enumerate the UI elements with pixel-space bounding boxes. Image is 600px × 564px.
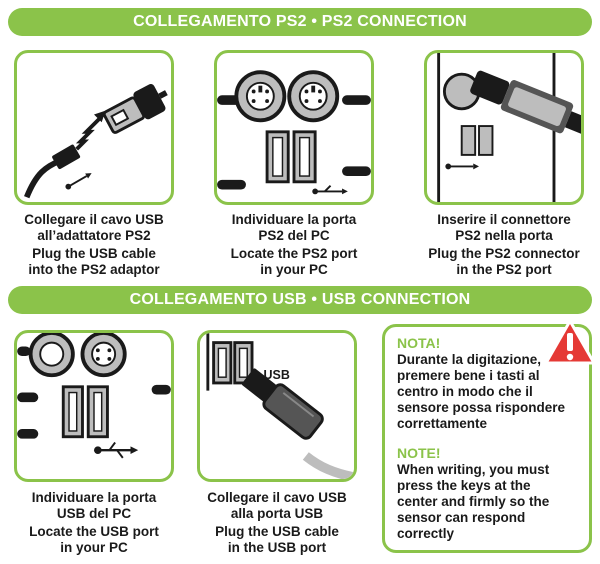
note-box: NOTA! Durante la digitazione, premere be…	[382, 324, 592, 553]
note-title-it: NOTA!	[397, 335, 441, 351]
usb-symbol-icon	[65, 173, 92, 190]
ps2-section-banner: COLLEGAMENTO PS2 • PS2 CONNECTION	[8, 8, 592, 36]
usb-symbol-icon	[94, 441, 139, 459]
usb-step2-panel: USB	[197, 330, 357, 482]
warning-triangle-icon	[544, 319, 596, 365]
ps2-step3-caption: Inserire il connettore PS2 nella porta P…	[428, 212, 580, 277]
usb-port-icon	[86, 385, 109, 439]
usb-step1-caption: Individuare la porta USB del PC Locate t…	[29, 490, 159, 555]
pc-ports-illustration	[217, 70, 371, 195]
usb-port-label: USB	[264, 368, 290, 382]
ps2-connector-icon	[470, 70, 581, 135]
usb-port-icon	[212, 341, 233, 385]
usb-connector-icon	[241, 368, 324, 440]
usb-port-icon	[265, 130, 290, 184]
ps2-step3-panel	[424, 50, 584, 205]
usb-port-icon	[61, 385, 84, 439]
ps2-port-icon	[80, 333, 127, 378]
usb-symbol-icon	[445, 163, 480, 170]
usb-port-icon	[460, 125, 477, 156]
cable-into-adaptor-illustration	[24, 84, 168, 199]
usb-step1-panel	[14, 330, 174, 482]
usb-port-icon	[292, 130, 317, 184]
ps2-port-icon	[234, 70, 287, 123]
ps2-step1-caption: Collegare il cavo USB all’adattatore PS2…	[24, 212, 164, 277]
ps2-port-icon	[287, 70, 340, 123]
pc-usb-ports-illustration	[17, 333, 171, 459]
ps2-adaptor-icon	[102, 84, 168, 134]
insert-ps2-connector-illustration	[437, 53, 581, 202]
ps2-port-icon	[28, 333, 75, 378]
motion-arrow-icon	[75, 117, 102, 151]
note-body-en: When writing, you must press the keys at…	[397, 462, 550, 541]
usb-section-banner: COLLEGAMENTO USB • USB CONNECTION	[8, 286, 592, 314]
cable-icon	[302, 452, 354, 479]
plug-usb-cable-illustration: USB	[200, 333, 354, 479]
note-body-it: Durante la digitazione, premere bene i t…	[397, 352, 566, 431]
note-title-en: NOTE!	[397, 445, 441, 461]
usb-step2-caption: Collegare il cavo USB alla porta USB Plu…	[207, 490, 347, 555]
ps2-step1-panel	[14, 50, 174, 205]
usb-port-icon	[478, 125, 494, 156]
usb-symbol-icon	[312, 184, 348, 195]
usb-plug-icon	[52, 144, 81, 170]
ps2-step2-caption: Individuare la porta PS2 del PC Locate t…	[230, 212, 358, 277]
ps2-step2-panel	[214, 50, 374, 205]
